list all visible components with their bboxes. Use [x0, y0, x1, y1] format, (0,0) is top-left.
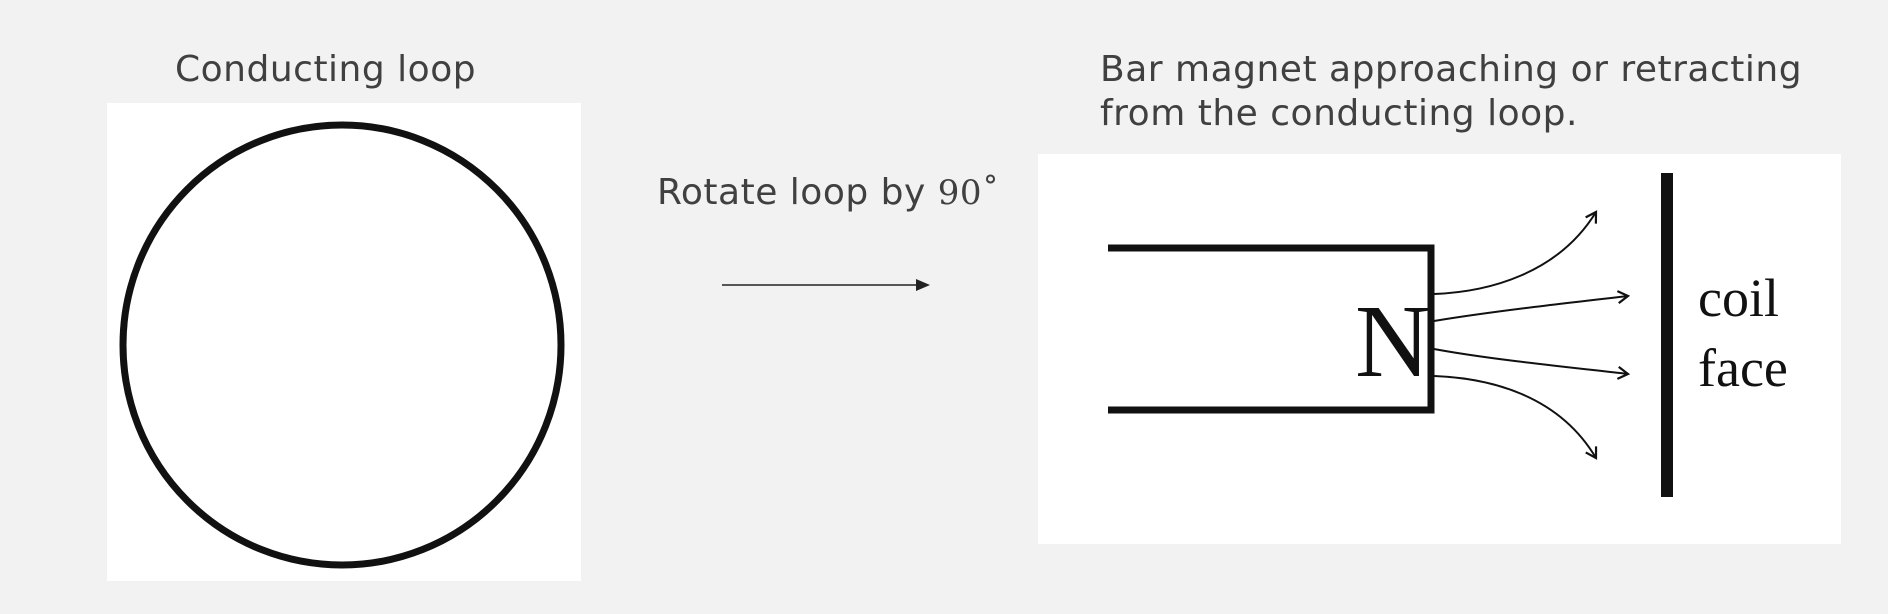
field-lines: [1433, 210, 1631, 460]
rotate-caption: Rotate loop by 90˚: [657, 171, 1000, 215]
loop-figure-panel: [107, 103, 581, 581]
rotate-caption-degrees: 90˚: [937, 173, 1000, 213]
magnet-figure-panel: N coil face: [1038, 154, 1841, 544]
magnet-figure: N coil face: [1108, 173, 1788, 497]
coil-label-line2: face: [1698, 338, 1788, 398]
field-line-upper: [1433, 290, 1631, 322]
bar-magnet-outline: [1108, 244, 1435, 414]
conducting-loop-circle: [119, 121, 565, 569]
loop-caption: Conducting loop: [175, 49, 477, 90]
rotate-caption-text: Rotate loop by: [657, 172, 938, 213]
loop-figure: [119, 121, 565, 569]
field-line-lower: [1433, 348, 1631, 380]
field-line-top: [1433, 210, 1598, 295]
field-line-bottom: [1433, 375, 1598, 460]
magnet-caption-line1: Bar magnet approaching or retracting: [1100, 49, 1803, 90]
transition-arrow: [722, 279, 930, 291]
magnet-caption-line2: from the conducting loop.: [1100, 93, 1578, 134]
coil-label-line1: coil: [1698, 268, 1779, 328]
north-pole-label: N: [1355, 284, 1430, 399]
coil-face-line: [1661, 173, 1673, 497]
